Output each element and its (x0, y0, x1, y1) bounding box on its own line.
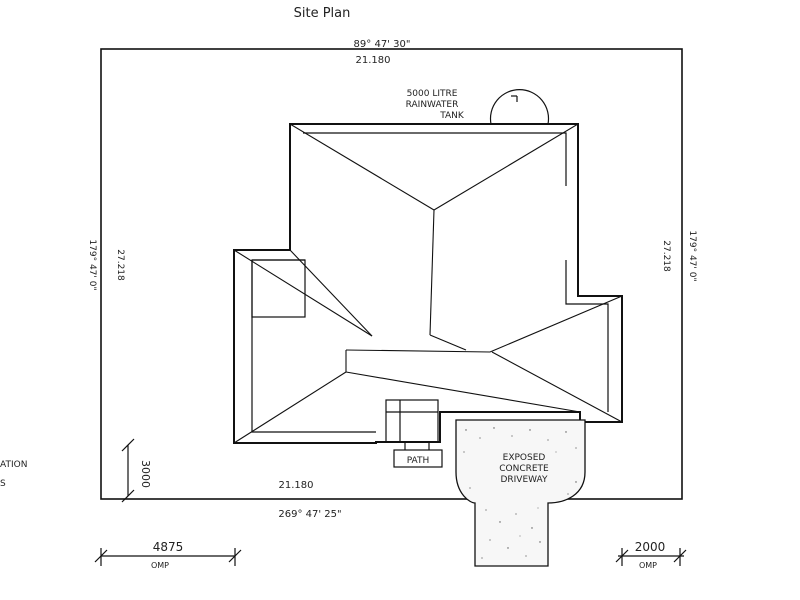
right-offset-note: OMP (639, 561, 657, 570)
right-offset-dimension (615, 548, 687, 566)
path-label: PATH (407, 456, 430, 466)
left-length: 27.218 (115, 249, 125, 281)
left-offset-note: OMP (151, 561, 169, 570)
eaves-line (251, 132, 609, 433)
cut-off-text-2: S (0, 479, 6, 489)
front-setback-dimension (121, 438, 135, 503)
bottom-length: 21.180 (279, 480, 314, 491)
left-offset-value: 4875 (153, 540, 184, 554)
house-outline (233, 123, 623, 444)
roof-lines (233, 123, 623, 444)
driveway-label-line-2: CONCRETE (499, 464, 549, 474)
left-offset-dimension (94, 548, 242, 566)
left-bearing: 179° 47' 0" (87, 239, 97, 290)
driveway-label-line-1: EXPOSED (503, 453, 546, 463)
rainwater-tank (489, 89, 550, 125)
tank-label-line-2: RAINWATER (406, 100, 459, 110)
right-length: 27.218 (661, 240, 671, 272)
path-box (393, 449, 443, 468)
driveway-label-line-3: DRIVEWAY (500, 475, 548, 485)
bottom-bearing: 269° 47' 25" (278, 509, 341, 520)
top-bearing: 89° 47' 30" (354, 39, 411, 50)
front-setback-value: 3000 (139, 460, 152, 488)
top-length: 21.180 (356, 55, 391, 66)
right-offset-value: 2000 (635, 540, 666, 554)
entry-porch (385, 399, 439, 443)
tank-label-line-3: TANK (439, 111, 465, 121)
right-bearing: 179° 47' 0" (687, 230, 697, 281)
wall-block-left (251, 259, 306, 318)
tank-label-line-1: 5000 LITRE (407, 89, 458, 99)
site-boundary (100, 48, 683, 500)
exposed-concrete-driveway (455, 419, 586, 567)
cut-off-text-1: ATION (0, 460, 27, 470)
driveway-texture (463, 427, 577, 559)
page-title: Site Plan (294, 6, 351, 21)
